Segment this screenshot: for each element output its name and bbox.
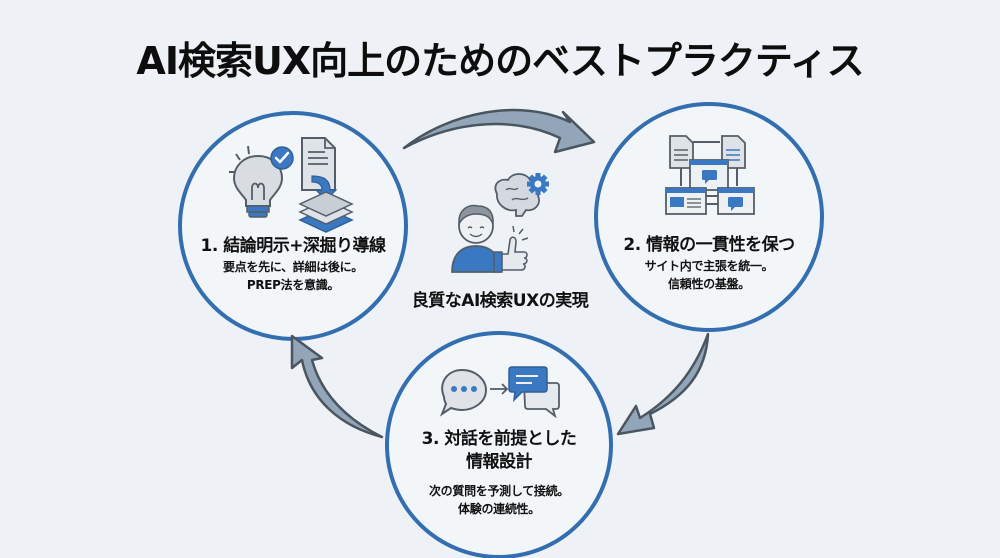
step-3-desc-line-1: 次の質問を予測して接続。 [428,484,570,498]
center-goal-label: 良質なAI検索UXの実現 [411,291,589,311]
arrow-step3-to-step1-icon [290,334,384,439]
step-1-desc-line-2: PREP法を意識。 [246,278,340,292]
chat-bubbles-arrow-icon [439,366,560,419]
connected-documents-icon [665,135,755,215]
step-1-description: 要点を先に、詳細は後に。 PREP法を意識。 [183,258,403,294]
diagram-title: AI検索UX向上のためのベストプラクティス [136,39,864,83]
step-3-title: 3. 対話を前提とした 情報設計 [389,428,609,474]
step-1-desc-line-1: 要点を先に、詳細は後に。 [222,260,364,274]
step-2-desc-line-1: サイト内で主張を統一。 [644,259,774,273]
arrow-step1-to-step2-icon [402,108,596,154]
step-1-circle [178,111,408,341]
step-3-title-line-2: 情報設計 [466,452,533,472]
lightbulb-check-icon [229,145,294,218]
person-thumbs-up-brain-gear-icon [451,173,549,273]
step-3-title-line-1: 3. 対話を前提とした [421,429,577,449]
step-2-circle [594,102,824,332]
document-layers-icon [298,137,354,233]
step-2-title: 2. 情報の一貫性を保つ [623,235,795,255]
step-2-desc-line-2: 信頼性の基盤。 [668,277,750,291]
step-3-desc-line-2: 体験の連続性。 [458,502,540,516]
step-3-description: 次の質問を予測して接続。 体験の連続性。 [389,482,609,518]
step-1-title: 1. 結論明示+深掘り導線 [200,236,386,256]
arrow-step2-to-step3-icon [616,332,710,436]
step-2-description: サイト内で主張を統一。 信頼性の基盤。 [599,257,819,293]
